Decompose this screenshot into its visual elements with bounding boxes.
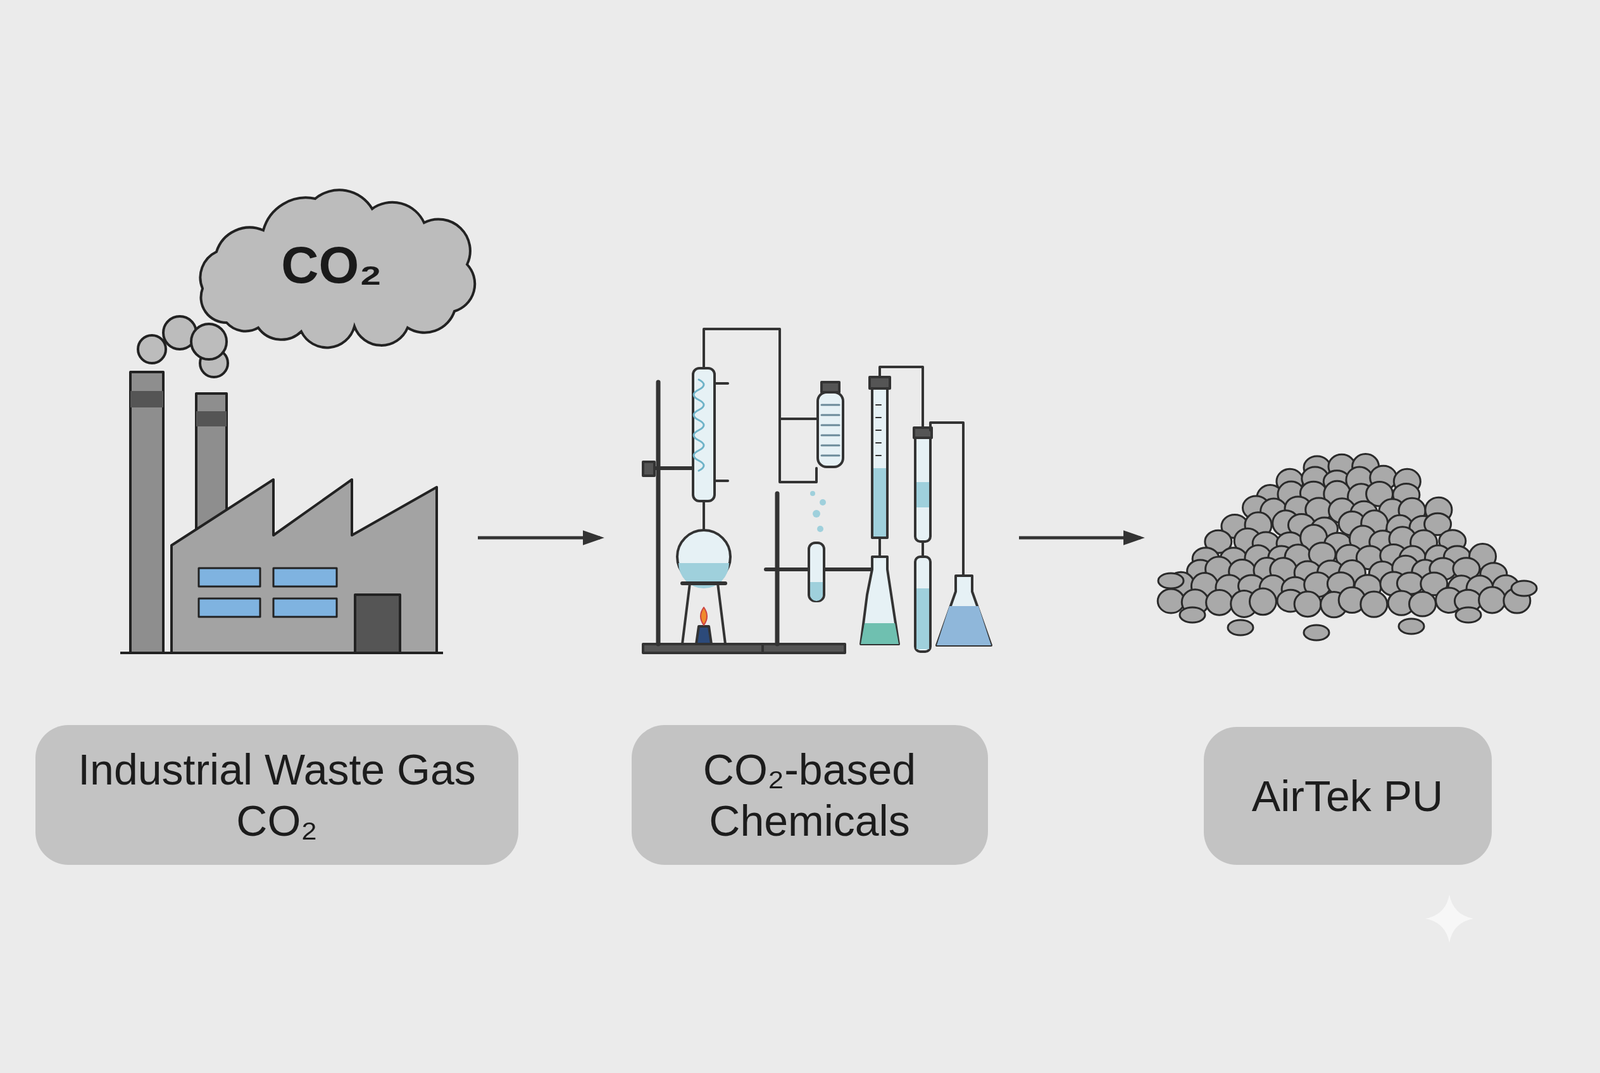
stage-pill: CO₂-based Chemicals (631, 725, 988, 866)
pellet (1409, 591, 1437, 617)
pellet (1294, 591, 1321, 618)
pellet (1157, 589, 1185, 614)
stage-pill: Industrial Waste Gas CO₂ (35, 725, 519, 866)
flow-arrow (1018, 536, 1141, 540)
pellet (1479, 587, 1506, 614)
loose-pellet (1511, 581, 1537, 597)
stage-column: Industrial Waste Gas CO₂ (82, 354, 472, 866)
co2-cloud: CO₂ (188, 193, 475, 337)
cloud-label: CO₂ (281, 235, 382, 295)
lab-apparatus-icon (643, 329, 992, 654)
pellet (1206, 589, 1233, 616)
pellet-pile-icon (1157, 454, 1537, 641)
pellet (1249, 588, 1276, 616)
stage-pill: AirTek PU (1203, 727, 1492, 866)
factory-icon (120, 372, 444, 654)
loose-pellet (1398, 618, 1425, 635)
cloud-outline (200, 189, 475, 348)
loose-pellet (1455, 607, 1482, 623)
stage-column: AirTek PU (1146, 354, 1549, 866)
loose-pellet (1227, 620, 1254, 636)
stage-column: CO₂-based Chemicals (606, 354, 1013, 866)
smoke-puffs (137, 316, 228, 378)
loose-pellet (1179, 607, 1206, 623)
stage-label: CO₂-based Chemicals (656, 744, 963, 846)
flow-arrow (477, 536, 600, 540)
loose-pellet (1158, 573, 1184, 589)
stage-label: AirTek PU (1251, 770, 1444, 822)
sparkle-watermark (1425, 894, 1474, 944)
pellet (1360, 591, 1388, 618)
loose-pellet (1303, 625, 1330, 641)
stage-label: Industrial Waste Gas CO₂ (60, 744, 494, 846)
